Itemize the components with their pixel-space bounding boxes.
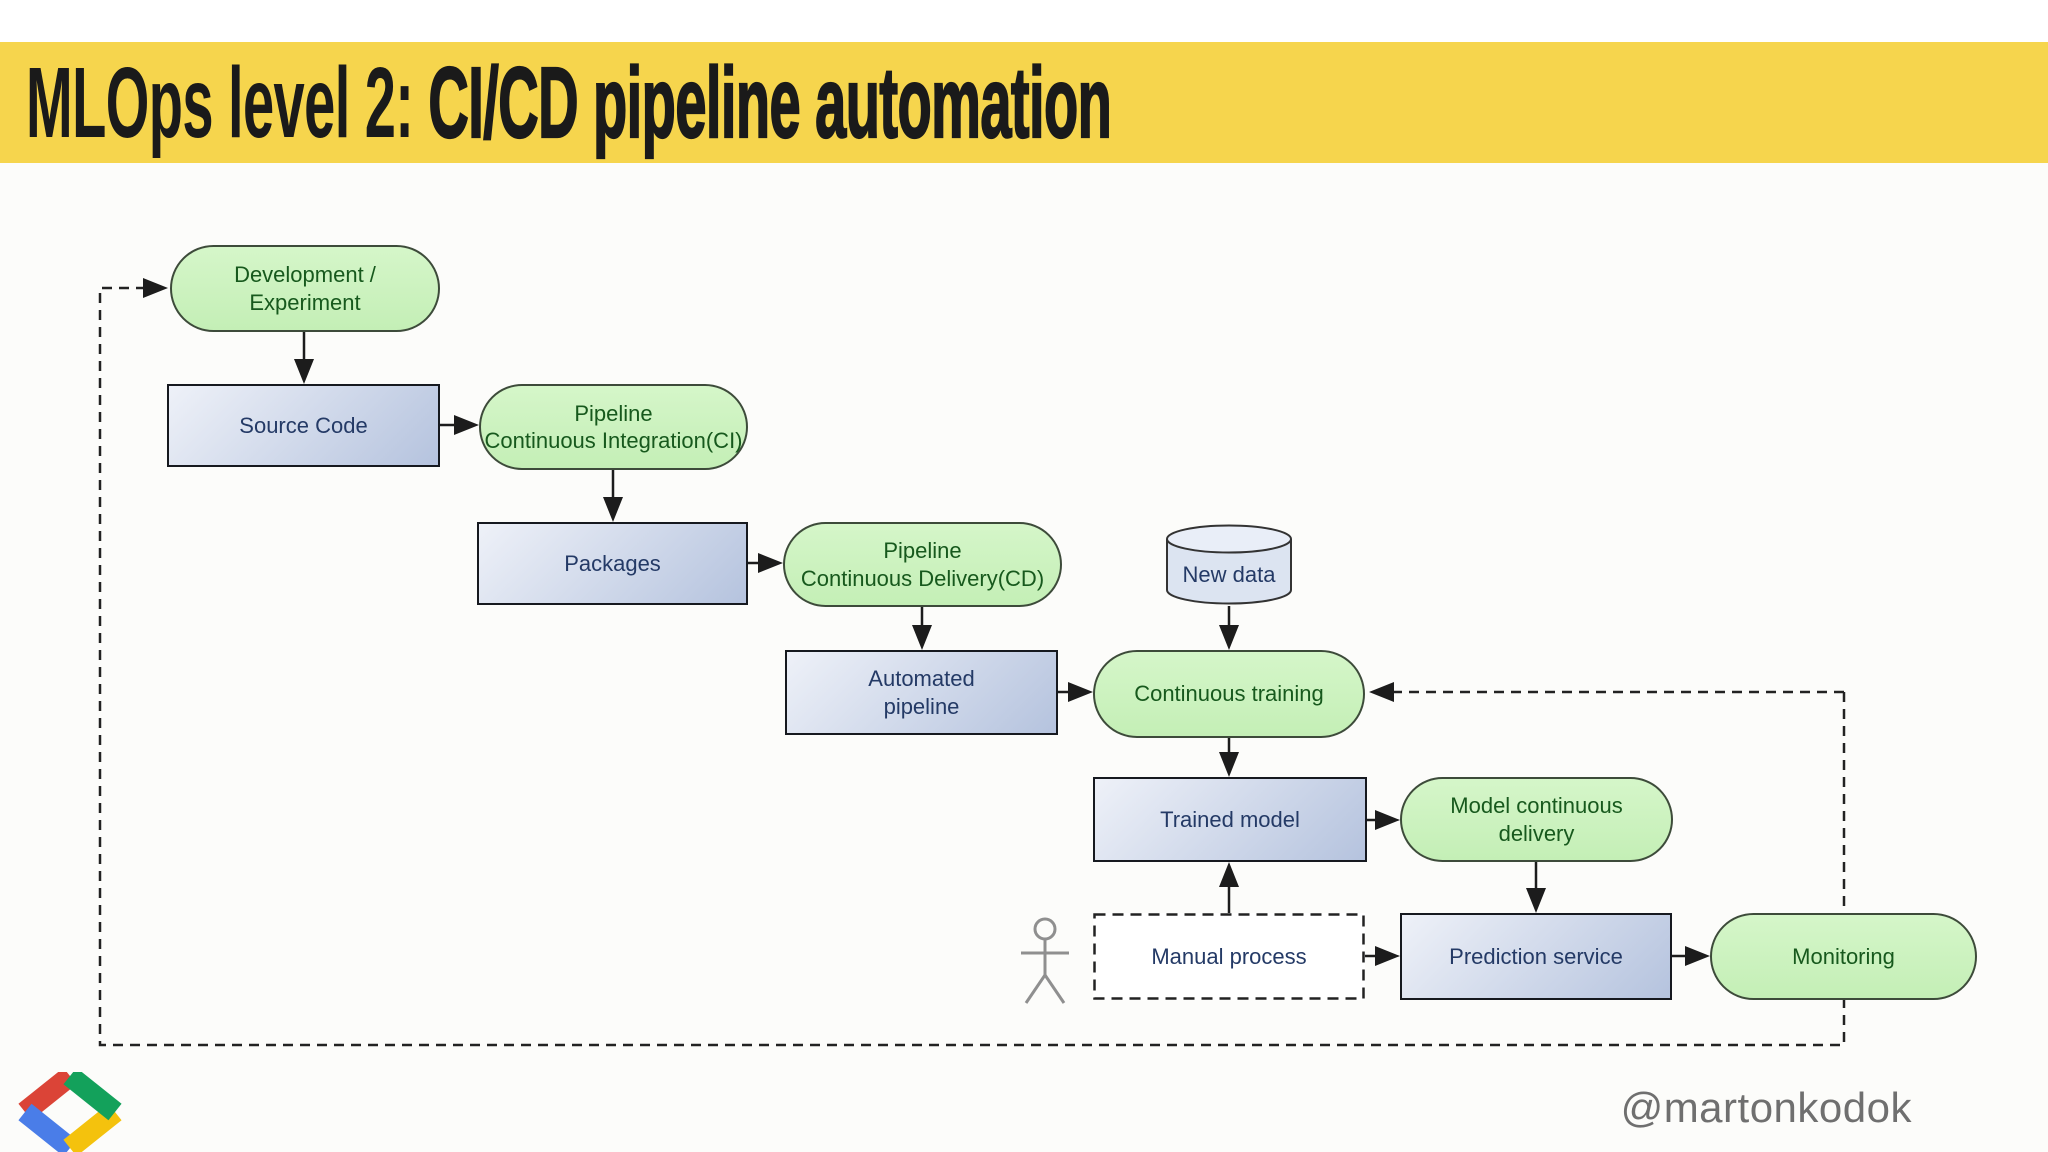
node-label: Model continuous delivery (1450, 793, 1623, 846)
node-automated-pipeline: Automated pipeline (785, 650, 1058, 735)
node-continuous-training: Continuous training (1093, 650, 1365, 738)
node-development-experiment: Development / Experiment (170, 245, 440, 332)
user-stick-figure (1021, 917, 1069, 1004)
node-label: Monitoring (1792, 943, 1895, 969)
node-model-continuous-delivery: Model continuous delivery (1400, 777, 1673, 862)
node-label: Pipeline Continuous Integration(CI) (484, 400, 743, 454)
node-pipeline-continuous-delivery: Pipeline Continuous Delivery(CD) (783, 522, 1062, 607)
node-label: Automated pipeline (868, 666, 975, 719)
node-label: Continuous training (1134, 681, 1324, 707)
page-title: MLOps level 2: CI/CD pipeline automation (26, 51, 1112, 153)
node-label: Development / Experiment (234, 262, 376, 315)
node-monitoring: Monitoring (1710, 913, 1977, 1000)
top-white-strip (0, 0, 2048, 42)
node-pipeline-continuous-integration: Pipeline Continuous Integration(CI) (479, 384, 748, 470)
author-handle: @martonkodok (1620, 1084, 1912, 1131)
node-label: Pipeline Continuous Delivery(CD) (800, 538, 1045, 591)
mlops-flowchart: Development / Experiment Source Code Pip… (0, 163, 2048, 1152)
slide-header-band: MLOps level 2: CI/CD pipeline automation (0, 42, 2048, 163)
dashed-border (1093, 913, 1365, 1000)
node-manual-process: Manual process (1093, 913, 1365, 1000)
node-label: Manual process (1151, 943, 1307, 969)
database-cylinder-icon (1166, 524, 1292, 605)
node-source-code: Source Code (167, 384, 440, 467)
node-label: Prediction service (1449, 943, 1623, 969)
title-emphasis: CI/CD pipeline automation (428, 46, 1113, 159)
node-label: New data (1182, 562, 1276, 588)
node-packages: Packages (477, 522, 748, 605)
node-prediction-service: Prediction service (1400, 913, 1672, 1000)
node-label: Trained model (1160, 806, 1300, 832)
feedback-loop-dashed-line (98, 278, 1846, 1047)
node-new-data: New data (1165, 524, 1293, 606)
title-prefix: MLOps level 2: (26, 46, 429, 159)
node-label: Source Code (239, 412, 368, 438)
google-developers-logo-icon (18, 1072, 122, 1152)
node-label: Packages (564, 550, 661, 576)
node-trained-model: Trained model (1093, 777, 1367, 862)
